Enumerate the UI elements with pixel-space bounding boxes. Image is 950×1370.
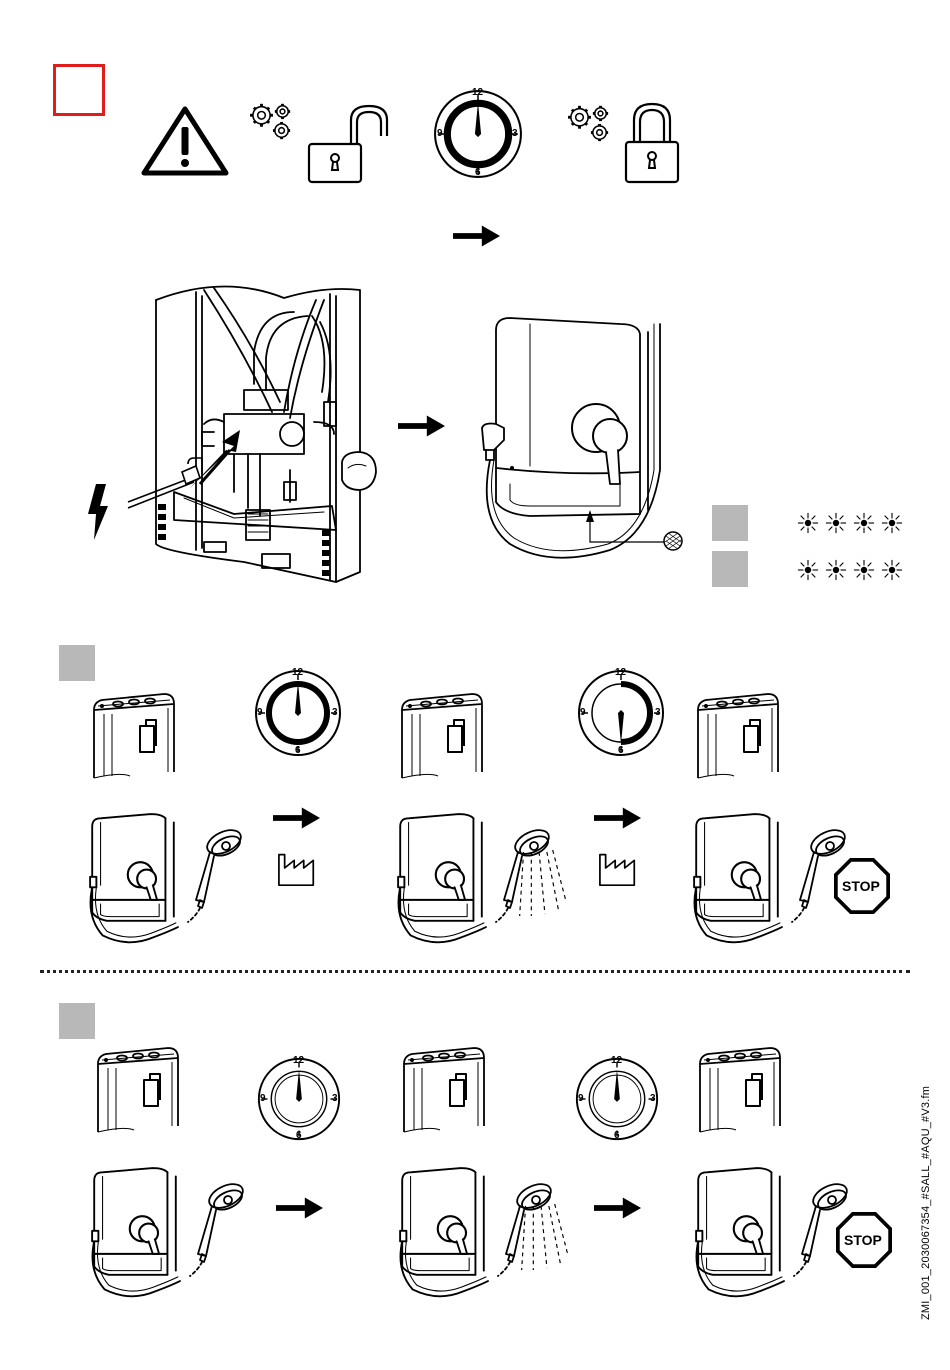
heater-tap-illustration: [688, 812, 786, 948]
stop-sign-icon: STOP: [834, 858, 890, 914]
clock-noon-thin: 12 3 6 9: [256, 1056, 342, 1142]
heater-top-illustration: [398, 692, 488, 782]
clock-3: 3: [655, 707, 661, 718]
clock-6: 6: [475, 167, 481, 178]
clock-12: 12: [615, 667, 626, 678]
clock-12: 12: [611, 1055, 622, 1066]
factory-icon: [598, 848, 640, 888]
heater-closed-illustration: [470, 310, 700, 560]
stop-sign-icon: STOP: [836, 1212, 892, 1268]
heater-tap-illustration: [394, 1166, 492, 1302]
heater-top-illustration: [90, 692, 180, 782]
stop-label: STOP: [842, 878, 880, 894]
arrow-right-icon: [398, 414, 446, 438]
clock-noon: 12 3 6 9: [432, 88, 524, 180]
clock-6: 6: [295, 745, 301, 756]
padlock-open-icon: [305, 100, 395, 186]
document-id: ZMI_001_2030067354_#SALL_#AQU_#V3.fm: [920, 1086, 932, 1320]
heater-tap-illustration: [690, 1166, 788, 1302]
factory-icon: [277, 848, 319, 888]
led-flash-icon: [853, 559, 875, 581]
heater-top-illustration: [400, 1046, 490, 1136]
sensor-disc-icon: [662, 530, 684, 552]
gray-marker-box: [59, 645, 95, 681]
lightning-icon: [86, 484, 110, 540]
heater-opened-illustration: [84, 282, 384, 592]
arrow-right-icon: [594, 806, 642, 830]
arrow-right-icon: [594, 1196, 642, 1220]
gears-icon: [566, 102, 614, 144]
heater-top-illustration: [94, 1046, 184, 1136]
clock-6: 6: [618, 745, 624, 756]
shower-head-icon: [188, 1180, 248, 1280]
shower-head-icon: [186, 826, 246, 926]
clock-9: 9: [257, 707, 263, 718]
led-flash-icon: [825, 559, 847, 581]
gray-marker-box: [712, 505, 748, 541]
gray-marker-box: [712, 551, 748, 587]
clock-9: 9: [578, 1093, 584, 1104]
clock-3: 3: [512, 128, 518, 139]
led-flash-icon: [881, 559, 903, 581]
red-marker-box: [53, 64, 105, 116]
led-flash-icon: [881, 512, 903, 534]
heater-tap-illustration: [86, 1166, 184, 1302]
padlock-closed-icon: [622, 98, 682, 188]
clock-12: 12: [293, 1055, 304, 1066]
spray-icon: [518, 1204, 570, 1272]
led-flash-icon: [853, 512, 875, 534]
clock-noon: 12 3 6 9: [253, 668, 343, 758]
clock-half: 12 3 6 9: [576, 668, 666, 758]
clock-3: 3: [332, 707, 338, 718]
gray-marker-box: [59, 1003, 95, 1039]
clock-3: 3: [332, 1093, 338, 1104]
arrow-right-icon: [453, 224, 501, 248]
clock-9: 9: [580, 707, 586, 718]
arrow-right-icon: [273, 806, 321, 830]
heater-tap-illustration: [84, 812, 182, 948]
clock-3: 3: [650, 1093, 656, 1104]
clock-12: 12: [472, 87, 483, 98]
clock-6: 6: [296, 1130, 302, 1141]
spray-icon: [516, 850, 568, 918]
clock-9: 9: [260, 1093, 266, 1104]
led-flash-icon: [797, 559, 819, 581]
heater-top-illustration: [694, 692, 784, 782]
clock-12: 12: [292, 667, 303, 678]
heater-top-illustration: [696, 1046, 786, 1136]
gears-icon: [248, 100, 296, 142]
led-flash-icon: [797, 512, 819, 534]
clock-9: 9: [437, 128, 443, 139]
led-flash-icon: [825, 512, 847, 534]
arrow-right-icon: [276, 1196, 324, 1220]
warning-triangle-icon: [140, 105, 230, 177]
stop-label: STOP: [844, 1232, 882, 1248]
clock-noon-thin: 12 3 6 9: [574, 1056, 660, 1142]
heater-tap-illustration: [392, 812, 490, 948]
dotted-separator: [40, 970, 910, 973]
clock-6: 6: [614, 1130, 620, 1141]
